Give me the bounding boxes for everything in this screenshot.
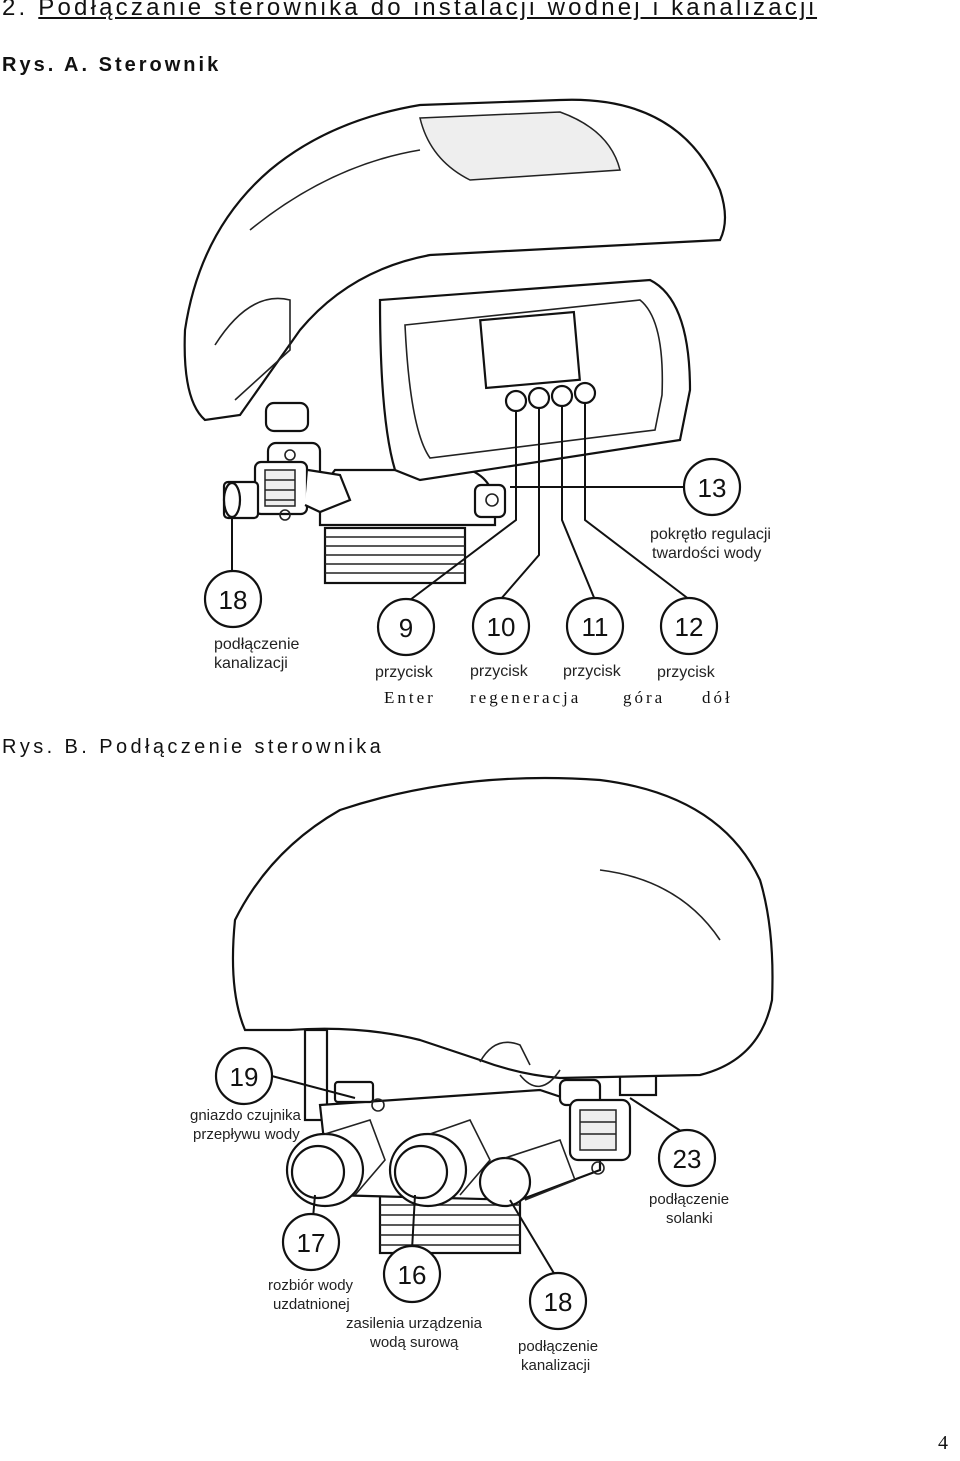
callout-17-number: 17 (297, 1228, 326, 1258)
figure-a-caption: Rys. A. Sterownik (2, 54, 222, 76)
callout-12-line1: przycisk (657, 664, 716, 681)
callout-19-line2: przepływu wody (193, 1126, 300, 1143)
leader-lines-b (267, 1074, 688, 1281)
callout-10-line2: regeneracja (470, 688, 581, 707)
callout-9-line2: Enter (384, 688, 436, 707)
callout-17-line1: rozbiór wody (268, 1277, 354, 1294)
callout-18-a-line1: podłączenie (214, 636, 300, 653)
callout-19-line1: gniazdo czujnika (190, 1107, 302, 1124)
controller-drawing (183, 98, 727, 585)
callout-17: 17 rozbiór wody uzdatnionej (268, 1212, 354, 1313)
page-number: 4 (938, 1432, 948, 1454)
callout-13: 13 pokrętło regulacji twardości wody (650, 457, 771, 562)
callout-16-line1: zasilenia urządzenia (346, 1315, 483, 1332)
callout-18-b-number: 18 (544, 1287, 573, 1317)
callout-13-line2: twardości wody (652, 545, 761, 562)
connection-drawing (231, 776, 774, 1255)
callout-16-line2: wodą surową (369, 1334, 459, 1351)
callout-16-number: 16 (398, 1260, 427, 1290)
callout-13-number: 13 (698, 473, 727, 503)
callout-16: 16 zasilenia urządzenia wodą surową (346, 1244, 483, 1351)
callout-18-b-line2: kanalizacji (521, 1357, 590, 1374)
callout-12: 12 przycisk dół (657, 596, 733, 707)
callout-19-number: 19 (230, 1062, 259, 1092)
callout-23-line2: solanki (666, 1210, 713, 1227)
section-heading: 2. Podłączanie sterownika do instalacji … (2, 0, 817, 22)
callout-12-number: 12 (675, 612, 704, 642)
callout-10: 10 przycisk regeneracja (470, 596, 581, 707)
callout-18-a-number: 18 (219, 585, 248, 615)
callout-10-line1: przycisk (470, 663, 529, 680)
callout-12-line2: dół (702, 688, 733, 707)
callout-23-line1: podłączenie (649, 1191, 729, 1208)
callout-9-line1: przycisk (375, 664, 434, 681)
callout-18-a: 18 podłączenie kanalizacji (203, 569, 300, 672)
callout-23-number: 23 (673, 1144, 702, 1174)
callout-18-a-line2: kanalizacji (214, 655, 288, 672)
callout-19: 19 gniazdo czujnika przepływu wody (190, 1046, 302, 1143)
callout-18-b-line1: podłączenie (518, 1338, 598, 1355)
callout-11: 11 przycisk góra (563, 596, 665, 707)
callout-11-line2: góra (623, 688, 665, 707)
callout-9-number: 9 (399, 613, 413, 643)
callout-17-line2: uzdatnionej (273, 1296, 350, 1313)
callout-10-number: 10 (487, 612, 516, 642)
leader-lines-a (231, 403, 691, 601)
callout-11-number: 11 (582, 612, 609, 642)
callout-23: 23 podłączenie solanki (649, 1128, 729, 1227)
callout-11-line1: przycisk (563, 663, 622, 680)
callout-18-b: 18 podłączenie kanalizacji (518, 1271, 598, 1374)
figure-b-caption: Rys. B. Podłączenie sterownika (2, 736, 385, 758)
section-number: 2. (2, 0, 29, 21)
callout-9: 9 przycisk Enter (375, 597, 436, 707)
callout-13-line1: pokrętło regulacji (650, 526, 771, 543)
section-title: Podłączanie sterownika do instalacji wod… (38, 0, 818, 21)
